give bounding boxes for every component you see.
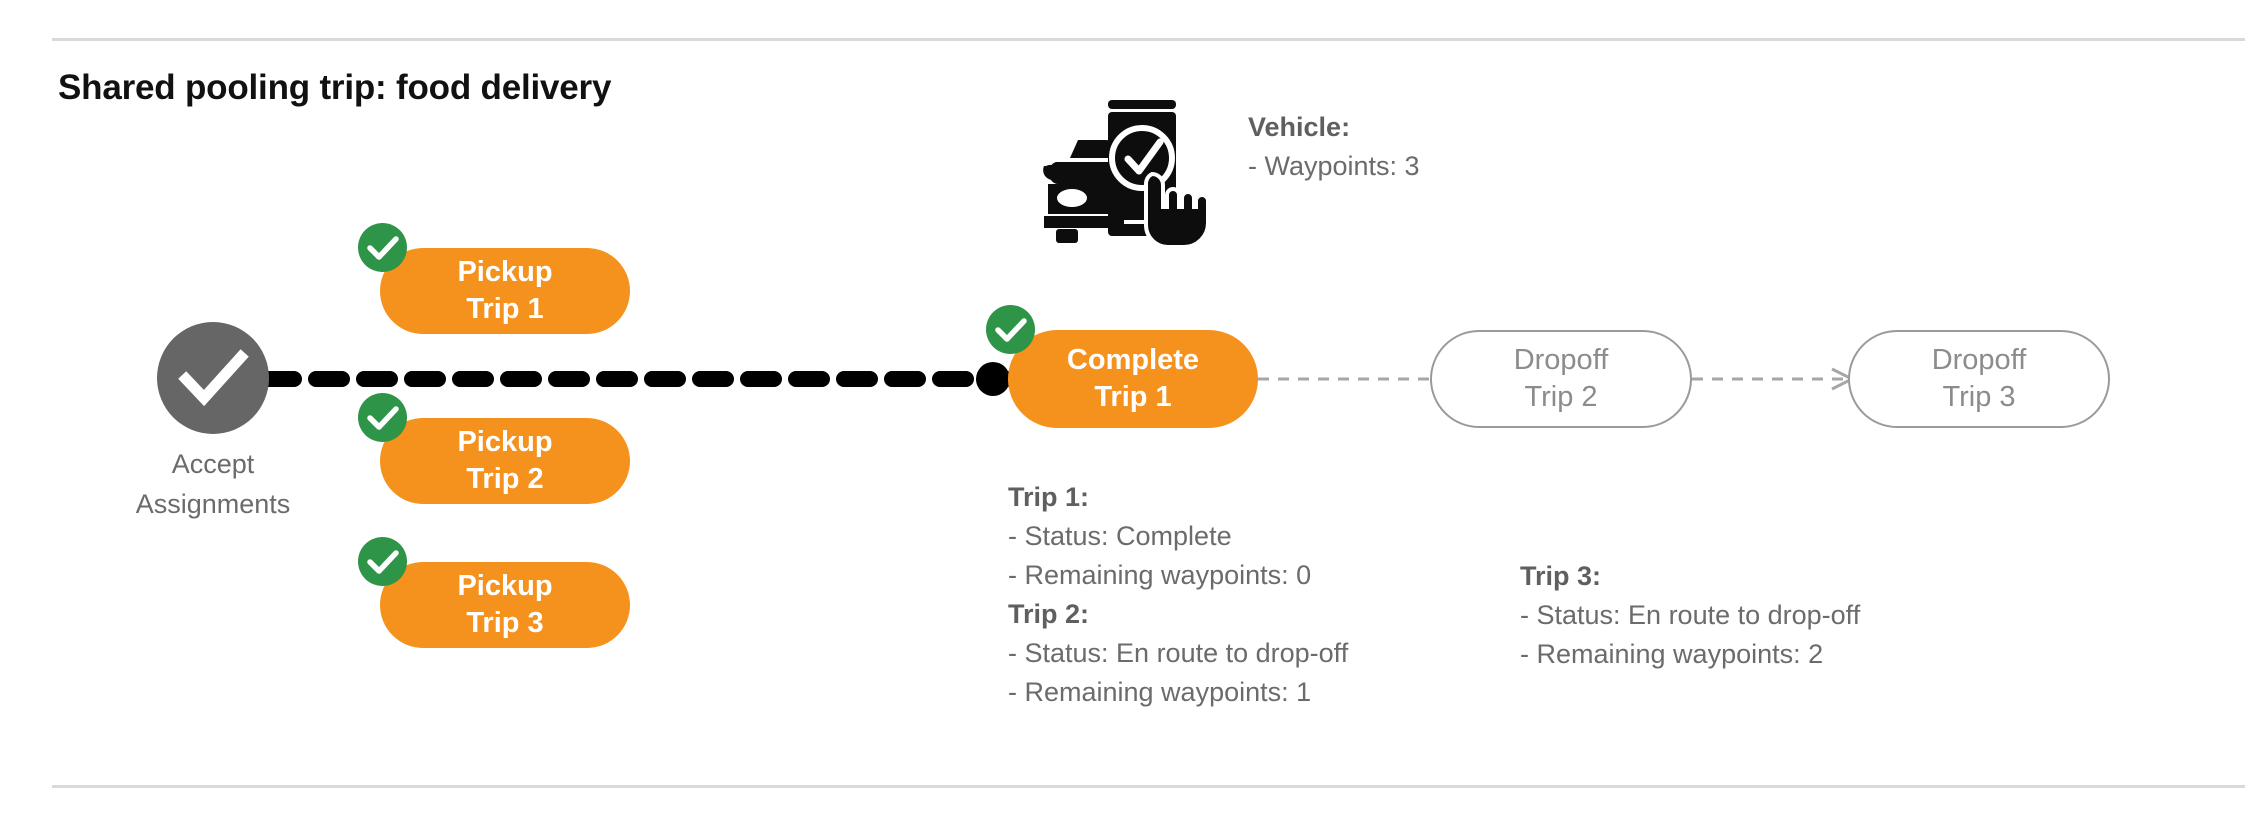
accept-assignments-label: Accept Assignments	[95, 444, 331, 524]
trip3-heading-row: Trip 3:	[1520, 561, 1602, 591]
trip1-status: - Status: Complete	[1008, 521, 1232, 551]
node-dropoff-trip-3[interactable]: Dropoff Trip 3	[1848, 330, 2110, 428]
node-pickup-trip-2[interactable]: Pickup Trip 2	[358, 393, 630, 504]
trip2-heading-row: Trip 2:	[1008, 599, 1090, 629]
vehicle-info-block: Vehicle: - Waypoints: 3	[1248, 108, 1420, 186]
trip-info-left: Trip 1: - Status: Complete - Remaining w…	[1008, 478, 1348, 712]
trip3-status: - Status: En route to drop-off	[1520, 600, 1861, 630]
page-title: Shared pooling trip: food delivery	[58, 68, 612, 107]
check-badge-icon	[986, 305, 1035, 354]
trip2-heading: Trip 2	[1008, 599, 1081, 629]
node-pickup-trip-3[interactable]: Pickup Trip 3	[358, 537, 630, 648]
complete-trip-1-line1: Complete	[1066, 344, 1200, 376]
pickup-trip-2-line1: Pickup	[457, 426, 553, 458]
vehicle-waypoints-line: - Waypoints: 3	[1248, 151, 1420, 181]
accept-label-line2: Assignments	[135, 489, 291, 519]
trip3-waypoints: - Remaining waypoints: 2	[1520, 639, 1824, 669]
complete-trip-1-line2: Trip 1	[1094, 381, 1172, 413]
pickup-trip-3-line2: Trip 3	[466, 607, 544, 639]
node-accept-assignments[interactable]: Accept Assignments	[136, 322, 290, 519]
node-dropoff-trip-2[interactable]: Dropoff Trip 2	[1430, 330, 1692, 428]
trip1-heading-row: Trip 1:	[1008, 482, 1090, 512]
pickup-trip-2-line2: Trip 2	[466, 463, 544, 495]
vehicle-phone-check-icon	[1034, 88, 1210, 249]
pickup-trip-3-line1: Pickup	[457, 570, 553, 602]
dropoff-trip-3-line2: Trip 3	[1942, 381, 2016, 413]
dropoff-trip-2-line1: Dropoff	[1513, 344, 1609, 376]
trip-info-right: Trip 3: - Status: En route to drop-off -…	[1520, 557, 1860, 674]
bottom-divider	[52, 785, 2245, 788]
vehicle-heading-colon: :	[1341, 112, 1351, 142]
accept-label-line1: Accept	[171, 449, 255, 479]
trip2-status: - Status: En route to drop-off	[1008, 638, 1349, 668]
check-circle-icon	[157, 322, 269, 434]
trip1-heading: Trip 1	[1008, 482, 1081, 512]
pickup-trip-1-line1: Pickup	[457, 256, 553, 288]
trip3-heading: Trip 3	[1520, 561, 1593, 591]
dropoff-trip-3-line1: Dropoff	[1931, 344, 2027, 376]
check-badge-icon	[358, 223, 407, 272]
route-joint-dot	[976, 362, 1010, 396]
pickup-trip-1-line2: Trip 1	[466, 293, 544, 325]
dropoff-trip-2-line2: Trip 2	[1524, 381, 1598, 413]
check-badge-icon	[358, 393, 407, 442]
trip1-waypoints: - Remaining waypoints: 0	[1008, 560, 1312, 590]
trip2-waypoints: - Remaining waypoints: 1	[1008, 677, 1312, 707]
vehicle-info-heading: Vehicle:	[1248, 108, 1420, 147]
node-complete-trip-1[interactable]: Complete Trip 1	[986, 305, 1258, 428]
vehicle-heading-label: Vehicle	[1248, 112, 1342, 142]
top-divider	[52, 38, 2245, 41]
node-pickup-trip-1[interactable]: Pickup Trip 1	[358, 223, 630, 334]
check-badge-icon	[358, 537, 407, 586]
